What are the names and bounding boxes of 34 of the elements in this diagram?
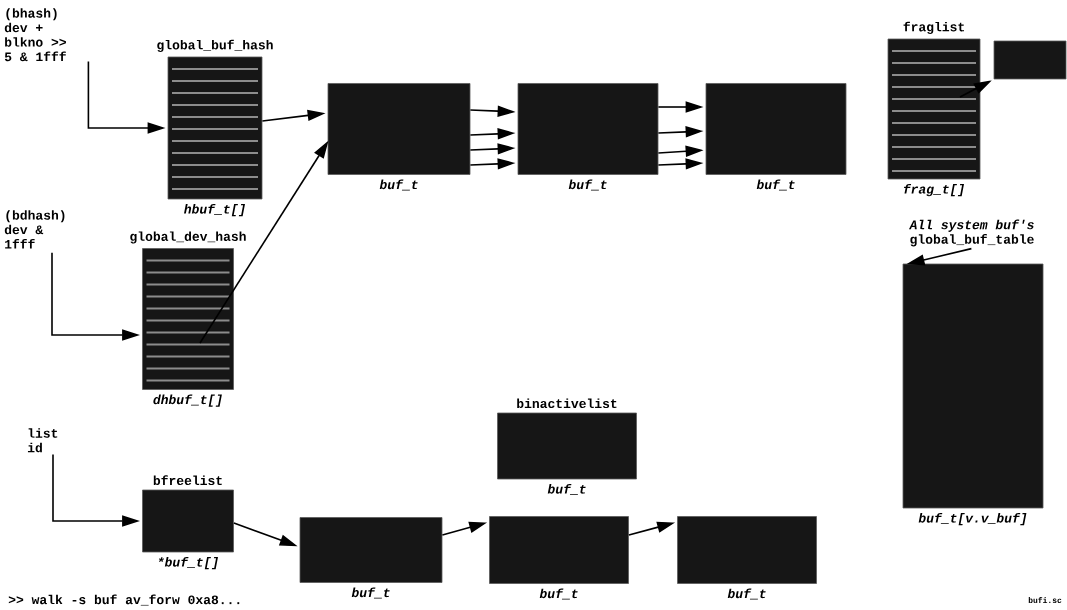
record-box: buf_t: [327, 83, 471, 191]
record-box: buf_t: [299, 517, 443, 599]
record-box: [993, 40, 1067, 80]
node-label: buf_t: [379, 179, 418, 191]
node-label: global_buf_hash: [157, 39, 273, 53]
node-label: fraglist: [903, 21, 964, 35]
hash-expression: (bdhash) dev & 1fff: [4, 210, 65, 249]
node-label: frag_t[]: [903, 183, 965, 197]
node-label: buf_t: [351, 587, 390, 599]
file-name: bufi.sc: [1028, 597, 1062, 603]
node-label: global_dev_hash: [130, 231, 246, 244]
record-box: buf_t: [705, 83, 847, 191]
record-box: bfreelist *buf_t[]: [142, 475, 234, 570]
record-box: buf_t: [489, 516, 629, 600]
node-label: buf_t: [539, 588, 578, 600]
node-label: buf_t: [756, 179, 795, 191]
table-label: All system buf's global_buf_table: [908, 219, 1034, 247]
node-label: dhbuf_t[]: [153, 394, 222, 407]
node-label: bfreelist: [153, 475, 222, 486]
record-box: buf_t: [517, 83, 659, 191]
record-box: buf_t[v.v_buf]: [902, 263, 1044, 526]
array-box: fraglist frag_t[]: [887, 21, 981, 197]
array-box: global_dev_hash dhbuf_t[]: [130, 231, 246, 407]
node-label: buf_t: [568, 179, 607, 191]
node-label: binactivelist: [517, 398, 617, 409]
hash-expression: (bhash) dev + blkno >> 5 & 1fff: [4, 8, 66, 62]
command-line: >> walk -s buf av_forw 0xa8...: [8, 594, 240, 606]
list-key-text: list id: [27, 428, 58, 453]
node-label: buf_t: [547, 483, 586, 495]
node-label: buf_t: [727, 588, 766, 600]
node-label: *buf_t[]: [158, 556, 218, 570]
record-box: buf_t: [677, 516, 817, 600]
node-label: hbuf_t[]: [184, 203, 245, 217]
node-label: buf_t[v.v_buf]: [918, 512, 1027, 526]
